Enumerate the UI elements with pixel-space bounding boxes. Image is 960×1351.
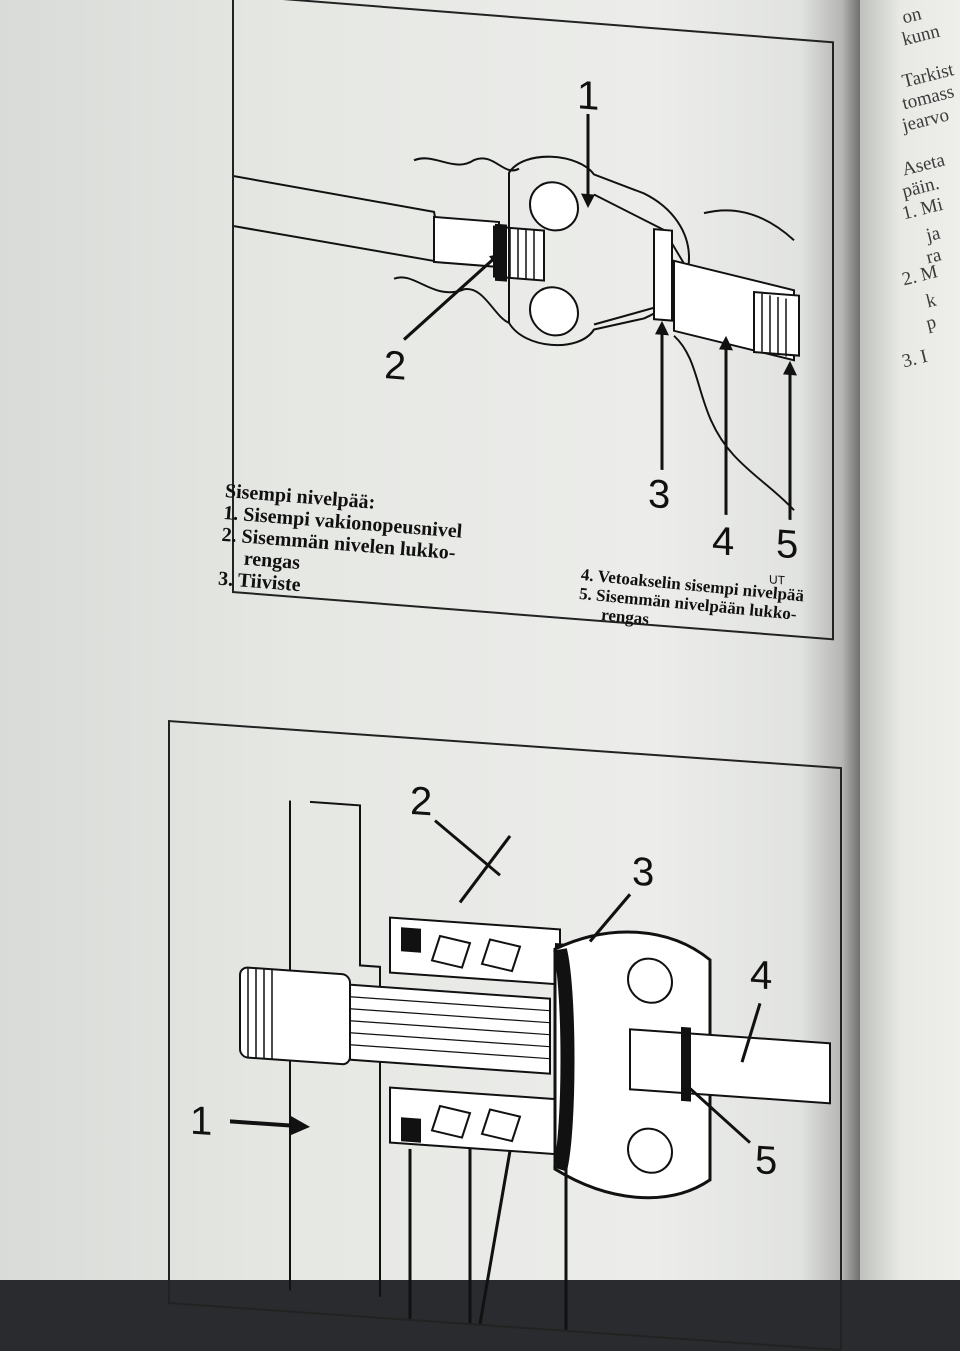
housing-contour-top bbox=[413, 157, 520, 172]
facing-page: on kunn Tarkist tomass jearvo Aseta päin… bbox=[860, 0, 960, 1280]
facing-page-line: 2. M bbox=[900, 261, 940, 291]
seal-upper-left bbox=[401, 927, 421, 953]
callout-5: 5 bbox=[776, 522, 798, 568]
roller-lower-1 bbox=[430, 1104, 472, 1139]
item-number: 3. bbox=[217, 567, 235, 591]
cv-ball-lower bbox=[627, 1127, 673, 1174]
lock-ring bbox=[681, 1026, 691, 1102]
roller-upper-1 bbox=[430, 934, 472, 969]
seal bbox=[653, 228, 673, 322]
roller-lower-2 bbox=[480, 1108, 522, 1143]
leader-2 bbox=[402, 255, 498, 341]
item-number: 1. bbox=[222, 501, 240, 526]
callout-4: 4 bbox=[712, 519, 734, 565]
roller-upper-2 bbox=[480, 938, 522, 973]
drive-shaft-outline bbox=[234, 175, 446, 264]
cv-ball-lower bbox=[529, 286, 579, 337]
caption-left-column: Sisempi nivelpää: 1. Sisempi vakionopeus… bbox=[217, 480, 464, 608]
cv-joint-housing bbox=[508, 155, 690, 347]
leader-4 bbox=[740, 1002, 762, 1063]
cv-bell-wall bbox=[553, 948, 575, 1172]
callout-5: 5 bbox=[755, 1138, 777, 1184]
housing-contour-bottom bbox=[393, 276, 510, 324]
leader-2a bbox=[434, 819, 501, 877]
facing-page-line: ja bbox=[924, 222, 943, 247]
callout-1: 1 bbox=[190, 1099, 212, 1145]
facing-page-line: 3. I bbox=[900, 345, 930, 373]
seal-lower-left bbox=[401, 1117, 421, 1143]
item-number: 4. bbox=[580, 565, 595, 586]
splined-shaft bbox=[349, 983, 551, 1075]
leader-1 bbox=[230, 1119, 290, 1128]
outer-joint-hub-diagram: 1 2 3 4 5 bbox=[168, 720, 842, 1351]
drive-shaft bbox=[629, 1028, 831, 1105]
lock-ring-inner bbox=[495, 223, 507, 282]
callout-3: 3 bbox=[632, 849, 654, 895]
callout-2: 2 bbox=[410, 779, 432, 825]
callout-4: 4 bbox=[750, 953, 772, 999]
leader-3 bbox=[588, 893, 632, 943]
callout-2: 2 bbox=[384, 343, 406, 389]
cv-ball-upper bbox=[627, 957, 673, 1004]
item-number: 2. bbox=[220, 523, 238, 547]
inner-joint-drawing: 1 2 3 4 5 UT bbox=[234, 73, 800, 588]
leader-5 bbox=[689, 1087, 751, 1144]
outer-joint-drawing: 1 2 3 4 5 bbox=[190, 779, 831, 1330]
stub-splines bbox=[753, 291, 800, 357]
knuckle-outline bbox=[310, 800, 381, 1297]
leader-2b bbox=[458, 834, 512, 904]
transmission-case-top bbox=[703, 209, 795, 241]
cv-ball-upper bbox=[529, 181, 579, 232]
facing-page-line: p bbox=[924, 311, 939, 335]
facing-page-line: k bbox=[924, 289, 939, 313]
shaft-neck bbox=[433, 215, 500, 269]
inner-joint-diagram: 1 2 3 4 5 UT bbox=[232, 0, 834, 641]
leader-bearing-b bbox=[478, 1150, 512, 1325]
diagram-tag: UT bbox=[769, 572, 786, 587]
callout-3: 3 bbox=[648, 472, 670, 518]
callout-1: 1 bbox=[577, 73, 599, 119]
item-number: 5. bbox=[578, 583, 593, 605]
transmission-case-edge bbox=[673, 335, 795, 511]
